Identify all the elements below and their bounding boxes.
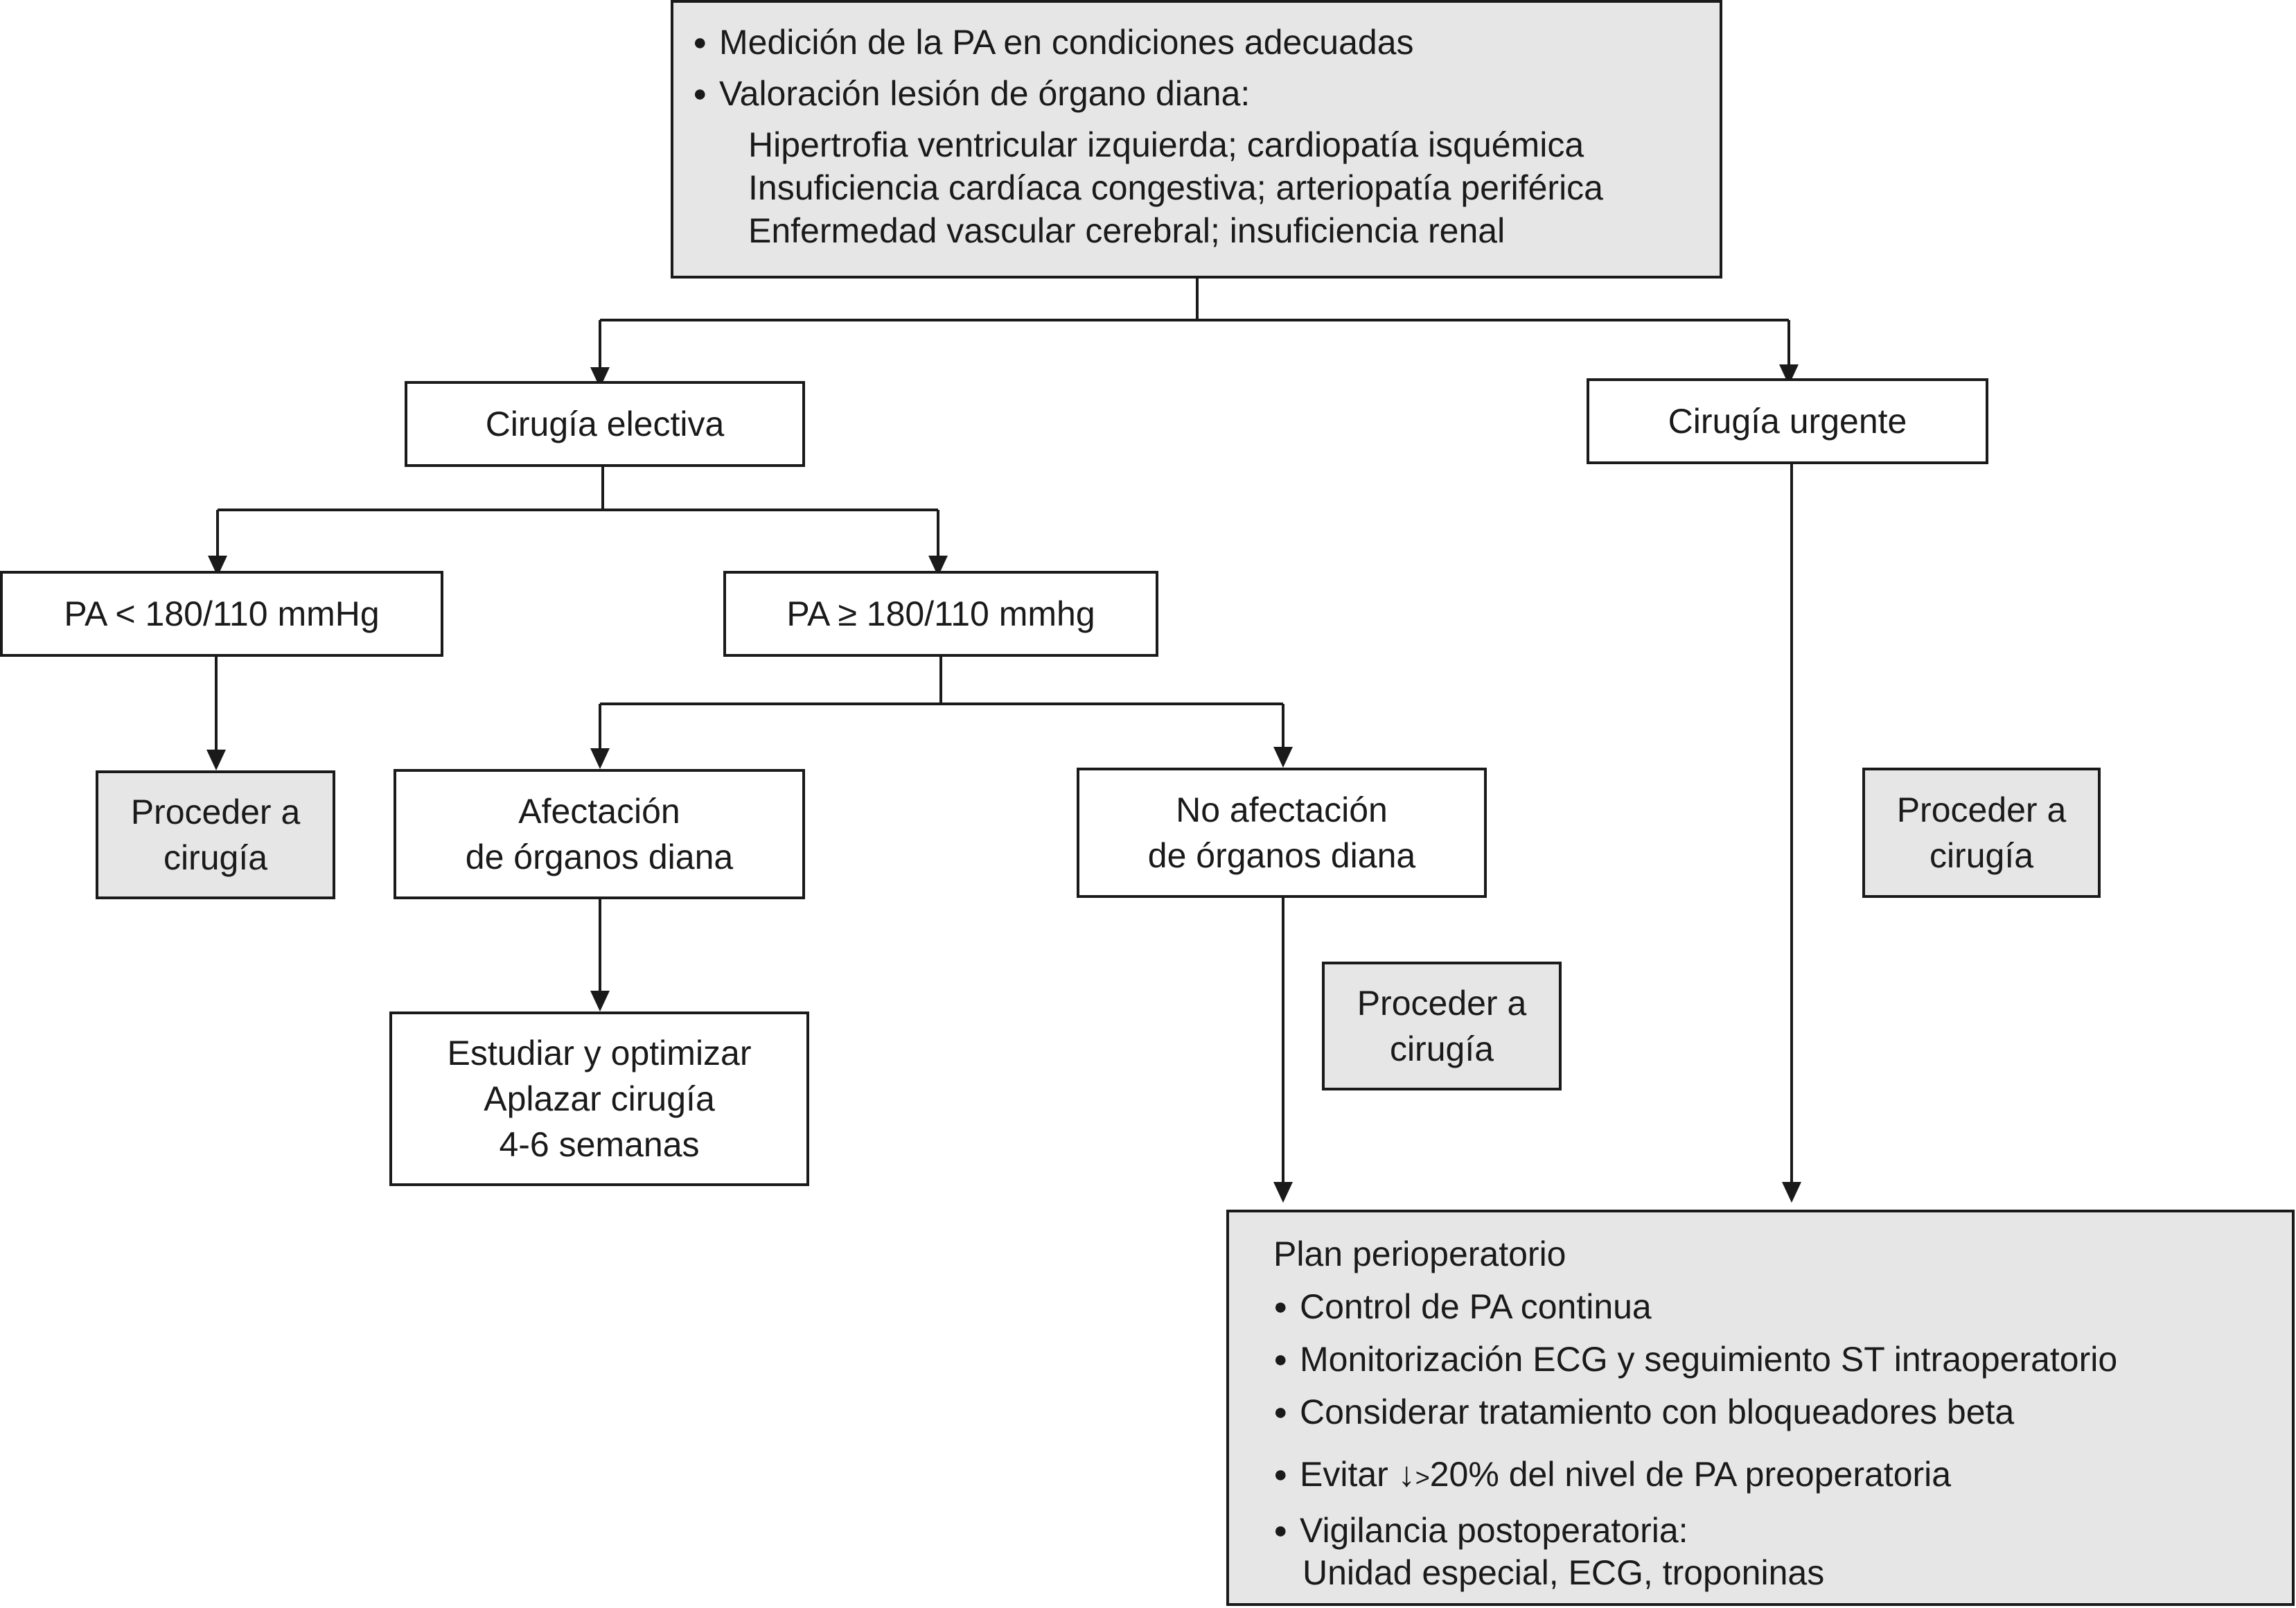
organ-damage-item: Enfermedad vascular cerebral; insuficien…: [748, 211, 1505, 250]
avoid-suffix: 20% del nivel de PA preoperatoria: [1429, 1455, 1952, 1494]
arrowheads: [206, 364, 1801, 1203]
proceed-line: Proceder a: [1896, 790, 2067, 829]
plan-bullet-bp-control: ● Control de PA continua: [1273, 1280, 1652, 1333]
vigilance-label: Vigilancia postoperatoria:: [1300, 1511, 1688, 1550]
urgent-surgery-box: Cirugía urgente: [1587, 378, 1988, 464]
greater-than-symbol: >: [1415, 1463, 1430, 1492]
bullet-icon: ●: [1273, 1461, 1288, 1487]
pa-low-label: PA < 180/110 mmHg: [64, 594, 380, 633]
organ-damage-box: Afectación de órganos diana: [394, 769, 805, 899]
pa-high-label: PA ≥ 180/110 mmhg: [786, 594, 1095, 633]
plan-bullet-beta-blockers: ● Considerar tratamiento con bloqueadores…: [1273, 1386, 2014, 1438]
bullet-icon: ●: [693, 29, 707, 55]
urgent-surgery-label: Cirugía urgente: [1668, 402, 1907, 441]
proceed-line: Proceder a: [130, 793, 301, 831]
organ-damage-item: Insuficiencia cardíaca congestiva; arter…: [748, 168, 1603, 207]
plan-bullet-text: Considerar tratamiento con bloqueadores …: [1300, 1393, 2015, 1431]
arrowhead-pa-low: [208, 556, 227, 576]
study-line: 4-6 semanas: [499, 1125, 700, 1164]
arrowhead-no-organ-damage: [1273, 747, 1293, 768]
no-organ-damage-line: de órganos diana: [1147, 836, 1416, 875]
connector-group: [215, 279, 1793, 1189]
plan-bullet-ecg-monitoring: ● Monitorización ECG y seguimiento ST int…: [1273, 1333, 2117, 1386]
pa-high-box: PA ≥ 180/110 mmhg: [723, 571, 1158, 657]
plan-bullet-vigilance: ● Vigilancia postoperatoria:: [1273, 1504, 1688, 1557]
assessment-bullet-measurement: ● Medición de la PA en condiciones adecua…: [693, 17, 1414, 68]
arrowhead-study: [590, 991, 610, 1011]
arrowhead-proceed-left: [206, 750, 226, 770]
plan-bullet-text: Control de PA continua: [1300, 1287, 1652, 1326]
proceed-surgery-box-pa-low: Proceder a cirugía: [96, 770, 335, 899]
assessment-box: ● Medición de la PA en condiciones adecua…: [671, 0, 1722, 279]
proceed-surgery-box-urgent: Proceder a cirugía: [1862, 768, 2101, 898]
bullet-icon: ●: [1273, 1346, 1288, 1372]
proceed-line: cirugía: [1929, 836, 2034, 875]
plan-title: Plan perioperatorio: [1273, 1235, 1566, 1273]
assessment-bullet-text: Medición de la PA en condiciones adecuad…: [719, 23, 1414, 62]
plan-bullet-avoid-drop: ● Evitar ↓>20% del nivel de PA preoperato…: [1273, 1448, 1951, 1504]
bullet-icon: ●: [1273, 1517, 1288, 1544]
proceed-line: cirugía: [163, 838, 268, 877]
arrowhead-plan-right: [1782, 1182, 1801, 1203]
organ-damage-line: de órganos diana: [465, 838, 734, 876]
perioperative-plan-box: Plan perioperatorio ● Control de PA conti…: [1226, 1210, 2295, 1606]
avoid-prefix: Evitar ↓: [1300, 1455, 1415, 1494]
arrowhead-organ-damage: [590, 748, 610, 769]
arrowhead-urgent: [1779, 364, 1799, 385]
bullet-icon: ●: [1273, 1293, 1288, 1320]
pa-low-box: PA < 180/110 mmHg: [0, 571, 443, 657]
arrowhead-pa-high: [928, 556, 948, 576]
arrowhead-plan-left: [1273, 1182, 1293, 1203]
plan-bullet-text: Monitorización ECG y seguimiento ST intr…: [1300, 1340, 2118, 1379]
proceed-line: Proceder a: [1357, 984, 1527, 1023]
assessment-bullet-organ-damage: ● Valoración lesión de órgano diana:: [693, 68, 1250, 119]
vigilance-detail: Unidad especial, ECG, troponinas: [1302, 1553, 1825, 1592]
organ-damage-item: Hipertrofia ventricular izquierda; cardi…: [748, 125, 1584, 164]
no-organ-damage-line: No afectación: [1176, 790, 1388, 829]
organ-damage-line: Afectación: [518, 792, 680, 831]
organ-damage-list: Hipertrofia ventricular izquierda; cardi…: [693, 123, 1603, 252]
bullet-icon: ●: [1273, 1399, 1288, 1425]
study-line: Aplazar cirugía: [484, 1079, 715, 1118]
bullet-icon: ●: [693, 80, 707, 107]
proceed-line: cirugía: [1389, 1030, 1494, 1068]
study-optimize-box: Estudiar y optimizar Aplazar cirugía 4-6…: [389, 1011, 809, 1186]
assessment-bullet-text: Valoración lesión de órgano diana:: [719, 74, 1251, 113]
arrowhead-elective: [590, 367, 610, 388]
study-line: Estudiar y optimizar: [447, 1034, 752, 1072]
elective-surgery-box: Cirugía electiva: [405, 381, 805, 467]
elective-surgery-label: Cirugía electiva: [485, 405, 725, 443]
proceed-surgery-box-no-organ-damage: Proceder a cirugía: [1322, 962, 1562, 1090]
no-organ-damage-box: No afectación de órganos diana: [1077, 768, 1487, 898]
